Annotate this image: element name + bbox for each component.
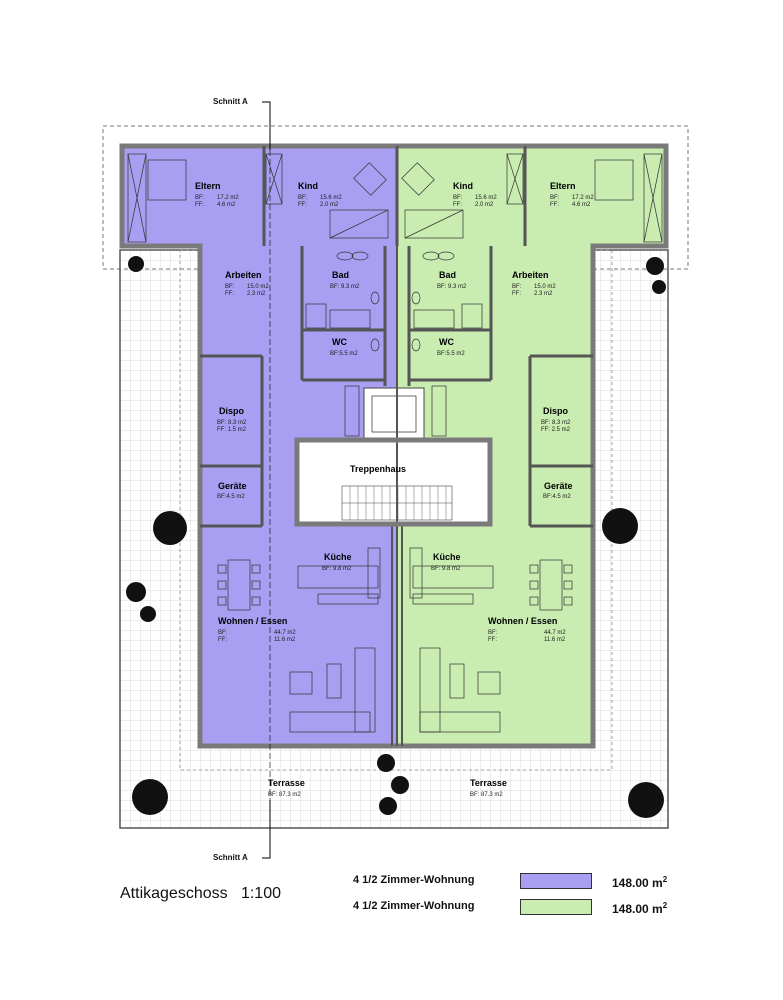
room-eltern-left: Eltern [195,181,221,191]
room-wc-right: WC [439,337,454,347]
room-kueche-left-area: BF: 9.8 m2 [322,566,352,572]
room-bad-right: Bad [439,270,457,280]
room-wc-right-area: BF:5.5 m2 [437,351,465,357]
section-label-top: Schnitt A [213,97,248,106]
top-wing-right [397,146,666,246]
room-wohnen-right: Wohnen / Essen [488,616,558,626]
room-kind-left: Kind [298,181,318,191]
room-kueche-right: Küche [433,552,461,562]
wardrobes [127,153,663,437]
top-wing-left [122,146,397,246]
room-terrasse-right-area: BF: 87.3 m2 [470,792,503,798]
elevator [363,387,425,441]
room-wc-left-area: BF:5.5 m2 [330,351,358,357]
room-bad-left-area: BF: 9.3 m2 [330,284,360,290]
living-furniture [289,647,501,733]
kitchen-fixtures [297,547,494,605]
dining-tables [217,559,573,611]
legend-swatch-2 [520,899,592,915]
walls [119,143,669,749]
room-eltern-right: Eltern [550,181,576,191]
room-kind-right: Kind [453,181,473,191]
room-bad-left: Bad [332,270,350,280]
legend-area-2: 148.00 m2 [612,901,668,916]
room-wohnen-left: Wohnen / Essen [218,616,288,626]
section-label-bottom: Schnitt A [213,853,248,862]
room-geraete-right: Geräte [544,481,573,491]
room-geraete-left: Geräte [218,481,247,491]
room-geraete-right-area: BF:4.5 m2 [543,494,571,500]
room-wc-left: WC [332,337,347,347]
room-kueche-left: Küche [324,552,352,562]
trees [126,256,666,818]
stair-core [297,440,490,524]
room-terrasse-right: Terrasse [470,778,507,788]
room-dispo-right: Dispo [543,406,569,416]
room-arbeiten-right: Arbeiten [512,270,549,280]
room-terrasse-left: Terrasse [268,778,305,788]
room-kueche-right-area: BF: 9.8 m2 [431,566,461,572]
legend-label-1: 4 1/2 Zimmer-Wohnung [353,874,475,886]
plan-title: Attikageschoss 1:100 [120,885,281,902]
legend-label-2: 4 1/2 Zimmer-Wohnung [353,900,475,912]
room-bad-right-area: BF: 9.3 m2 [437,284,467,290]
room-geraete-left-area: BF:4.5 m2 [217,494,245,500]
section-line [262,101,271,859]
room-arbeiten-left: Arbeiten [225,270,262,280]
bath-fixtures [305,251,483,352]
room-treppenhaus: Treppenhaus [350,464,407,474]
legend-area-1: 148.00 m2 [612,875,668,890]
room-terrasse-left-area: BF: 87.3 m2 [268,792,301,798]
beds [147,159,634,239]
legend-swatch-1 [520,873,592,889]
room-dispo-left: Dispo [219,406,245,416]
